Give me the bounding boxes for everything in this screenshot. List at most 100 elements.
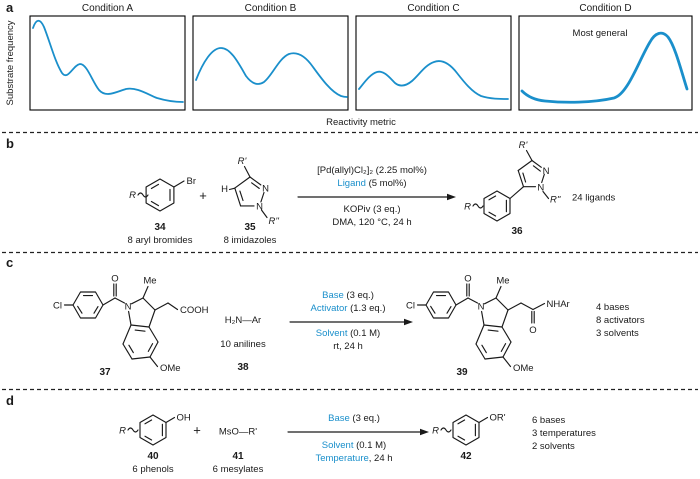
distribution-curve-d xyxy=(520,31,689,104)
reaction-arrow-b xyxy=(297,193,456,201)
arrowhead xyxy=(404,318,413,326)
condition-c-box xyxy=(355,15,512,111)
amide-oxygen-label: O xyxy=(529,325,536,336)
variable-attachment-squiggle xyxy=(137,192,149,198)
ome-label: OMe xyxy=(160,363,181,374)
compound-number-39: 39 xyxy=(456,367,468,378)
reaction-arrow-d xyxy=(287,428,429,436)
reaction-arrow-c xyxy=(289,318,413,326)
conditions-c-line2: Activator (1.3 eq.) xyxy=(311,303,386,314)
arrowhead xyxy=(420,428,429,436)
scope-note: 8 activators xyxy=(596,315,645,326)
distribution-curve-c xyxy=(358,60,509,100)
conditions-d-line1: Base (3 eq.) xyxy=(328,413,380,424)
panel-d-label: d xyxy=(6,393,14,408)
methyl-label: Me xyxy=(496,276,509,287)
r-double-prime-label: R'' xyxy=(550,195,562,206)
conditions-b-line2: Ligand (5 mol%) xyxy=(337,178,406,189)
panel-b: b Br R 34 8 aryl bromides + xyxy=(6,136,616,246)
conditions-b-line3: KOPiv (3 eq.) xyxy=(343,204,400,215)
compound-34-caption: 8 aryl bromides xyxy=(128,235,193,246)
compound-number-41: 41 xyxy=(232,451,244,462)
compound-number-34: 34 xyxy=(154,222,166,233)
hydroxyl-label: OH xyxy=(177,413,191,424)
conditions-d-line3: Temperature, 24 h xyxy=(315,453,392,464)
condition-c-title: Condition C xyxy=(407,3,459,14)
most-general-annotation: Most general xyxy=(573,28,628,39)
oxygen-label: O xyxy=(464,274,471,285)
structure-40: OH R 40 6 phenols xyxy=(119,413,191,476)
panel-c: c xyxy=(6,255,645,379)
structure-38: H₂N—Ar 10 anilines 38 xyxy=(220,315,266,373)
scope-note: 2 solvents xyxy=(532,441,575,452)
r-prime-label: R' xyxy=(238,156,248,167)
structure-37: Cl O N Me COOH OMe 37 xyxy=(53,274,209,379)
compound-35-caption: 8 imidazoles xyxy=(224,235,277,246)
structure-41: MsO—R' 41 6 mesylates xyxy=(213,427,264,476)
mesylate-formula: MsO—R' xyxy=(219,427,257,438)
variable-attachment-squiggle xyxy=(127,427,139,433)
panel-a-label: a xyxy=(6,0,14,15)
condition-a-title: Condition A xyxy=(82,3,133,14)
compound-41-caption: 6 mesylates xyxy=(213,464,264,475)
r-prime-label: R' xyxy=(519,140,529,151)
plus-sign: + xyxy=(199,188,207,203)
scope-note: 6 bases xyxy=(532,415,566,426)
r-group-label: R xyxy=(464,202,471,213)
compound-number-36: 36 xyxy=(511,226,523,237)
condition-d-title: Condition D xyxy=(579,3,631,14)
base-keyword: Base xyxy=(322,290,344,301)
ether-label: OR' xyxy=(490,413,506,424)
distribution-curve-a xyxy=(32,19,184,103)
structure-42: OR' R 42 xyxy=(432,413,506,463)
panel-a: a Substrate frequency Condition A Condit… xyxy=(5,0,693,128)
x-axis-label: Reactivity metric xyxy=(326,117,396,128)
conditions-c-line1: Base (3 eq.) xyxy=(322,290,374,301)
compound-number-40: 40 xyxy=(147,451,159,462)
nitrogen-label: N xyxy=(125,301,132,312)
structure-36: R R' N N R'' 36 xyxy=(464,140,562,237)
scope-note: 3 temperatures xyxy=(532,428,596,439)
aniline-formula: H₂N—Ar xyxy=(225,315,261,326)
hydrogen-label: H xyxy=(221,184,228,195)
solvent-keyword: Solvent xyxy=(322,440,354,451)
r-double-prime-label: R'' xyxy=(269,216,281,227)
conditions-d-line2: Solvent (0.1 M) xyxy=(322,440,386,451)
structure-39: Cl O N Me O NHAr OMe 39 xyxy=(406,274,570,379)
ligand-keyword: Ligand xyxy=(337,178,366,189)
nitrogen-label: N xyxy=(478,301,485,312)
scope-note: 4 bases xyxy=(596,302,630,313)
methyl-label: Me xyxy=(143,276,156,287)
oxygen-label: O xyxy=(111,274,118,285)
conditions-c-line3: Solvent (0.1 M) xyxy=(316,328,380,339)
structure-35: R' N N R'' H 35 8 imidazoles xyxy=(221,156,280,246)
conditions-c-line4: rt, 24 h xyxy=(333,341,363,352)
compound-number-42: 42 xyxy=(460,451,472,462)
compound-38-caption: 10 anilines xyxy=(220,339,266,350)
bromine-label: Br xyxy=(187,176,197,187)
variable-attachment-squiggle xyxy=(440,427,452,433)
distribution-curve-b xyxy=(195,47,348,98)
conditions-b-line1: [Pd(allyl)Cl₂]₂ (2.25 mol%) xyxy=(317,165,427,176)
compound-number-38: 38 xyxy=(237,362,249,373)
conditions-b-line4: DMA, 120 °C, 24 h xyxy=(332,217,411,228)
panel-d: d OH R 40 6 phenols + MsO—R' 41 6 mesyla… xyxy=(6,393,596,476)
temperature-keyword: Temperature xyxy=(315,453,368,464)
r-group-label: R xyxy=(119,425,126,436)
base-keyword: Base xyxy=(328,413,350,424)
variable-attachment-squiggle xyxy=(472,203,484,209)
cooh-label: COOH xyxy=(180,305,209,316)
scope-note: 3 solvents xyxy=(596,328,639,339)
panel-c-label: c xyxy=(6,255,13,270)
ligand-count-note: 24 ligands xyxy=(572,193,616,204)
compound-40-caption: 6 phenols xyxy=(132,464,173,475)
chlorine-label: Cl xyxy=(406,300,415,311)
y-axis-label: Substrate frequency xyxy=(5,20,16,105)
ome-label: OMe xyxy=(513,363,534,374)
condition-a-box xyxy=(29,15,186,111)
structure-34: Br R 34 8 aryl bromides xyxy=(128,176,196,246)
condition-d-box xyxy=(518,15,693,111)
arrowhead xyxy=(447,193,456,201)
